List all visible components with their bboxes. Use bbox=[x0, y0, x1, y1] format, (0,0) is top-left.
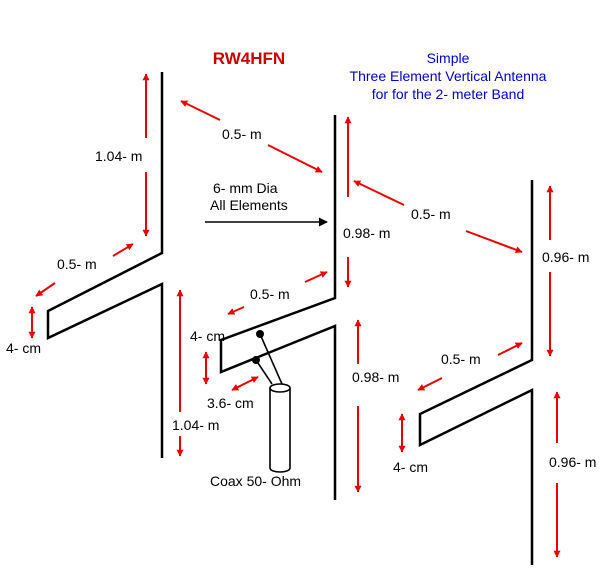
reflector-element bbox=[46, 72, 164, 458]
label-reflector-arm: 0.5- m bbox=[57, 256, 97, 272]
label-director-arm: 0.5- m bbox=[441, 351, 481, 367]
label-element-note-line1: 6- mm Dia bbox=[213, 180, 278, 196]
label-driven-upper-length: 0.98- m bbox=[343, 225, 390, 241]
director-element bbox=[418, 180, 534, 565]
title-line-3: for for the 2- meter Band bbox=[372, 86, 525, 102]
label-spacing-driven-director: 0.5- m bbox=[411, 206, 451, 222]
label-reflector-upper-length: 1.04- m bbox=[95, 148, 142, 164]
coax-cable bbox=[269, 383, 291, 473]
label-director-upper-length: 0.96- m bbox=[542, 249, 589, 265]
label-feed-offset: 3.6- cm bbox=[207, 395, 254, 411]
label-director-gap: 4- cm bbox=[393, 459, 428, 475]
label-driven-lower-length: 0.98- m bbox=[352, 369, 399, 385]
label-reflector-lower-length: 1.04- m bbox=[172, 417, 219, 433]
feed-point bbox=[252, 330, 283, 385]
driven-element bbox=[219, 115, 337, 500]
label-director-lower-length: 0.96- m bbox=[549, 454, 596, 470]
label-spacing-reflector-driven: 0.5- m bbox=[222, 126, 262, 142]
title-line-2: Three Element Vertical Antenna bbox=[350, 68, 547, 84]
label-reflector-gap: 4- cm bbox=[6, 340, 41, 356]
author-callsign: RW4HFN bbox=[213, 49, 285, 68]
label-driven-arm: 0.5- m bbox=[250, 286, 290, 302]
dimension-arrows bbox=[28, 73, 561, 558]
label-driven-gap: 4- cm bbox=[190, 328, 225, 344]
title-line-1: Simple bbox=[427, 50, 470, 66]
label-element-note-line2: All Elements bbox=[210, 197, 288, 213]
label-coax: Coax 50- Ohm bbox=[210, 473, 301, 489]
